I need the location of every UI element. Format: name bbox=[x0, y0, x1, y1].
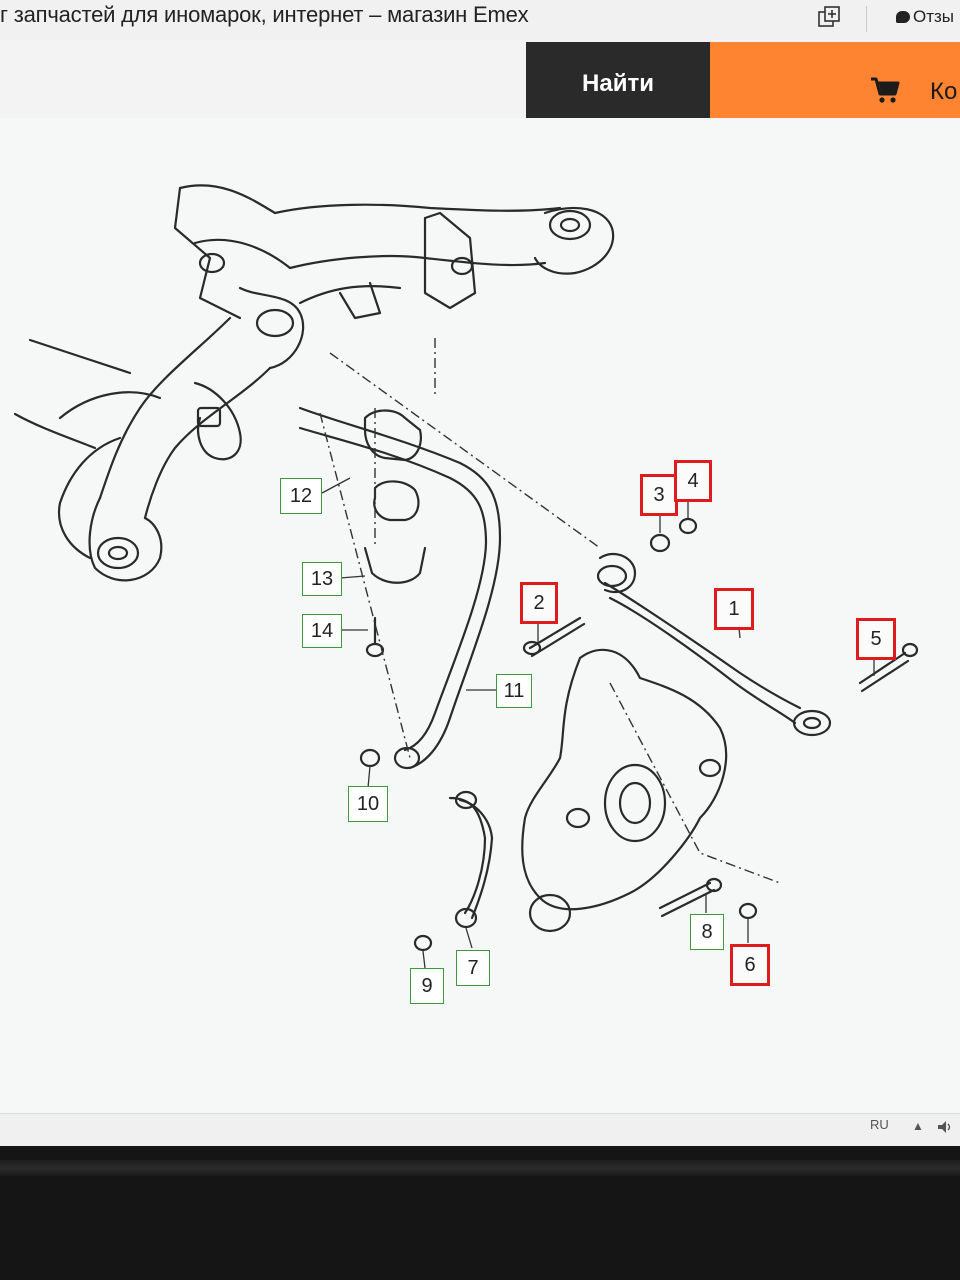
nut-9 bbox=[413, 934, 433, 952]
stabilizer-bar-upper bbox=[298, 406, 502, 770]
bushing-12 bbox=[363, 409, 422, 462]
center-bracket bbox=[423, 211, 477, 310]
subframe-beam-bottom bbox=[193, 238, 547, 270]
callout-5[interactable]: 5 bbox=[856, 618, 896, 660]
right-bushing bbox=[548, 209, 592, 241]
callout-12[interactable]: 12 bbox=[280, 478, 322, 514]
callout-6[interactable]: 6 bbox=[730, 944, 770, 986]
callout-7[interactable]: 7 bbox=[456, 950, 490, 986]
control-arm-top bbox=[603, 581, 802, 710]
subframe-arm-left bbox=[98, 316, 232, 500]
callout-11[interactable]: 11 bbox=[496, 674, 532, 708]
right-mount bbox=[533, 206, 615, 275]
feedback-link[interactable]: Отзы bbox=[896, 4, 954, 30]
feedback-label: Отзы bbox=[913, 7, 955, 26]
bookmark-plus-icon[interactable] bbox=[816, 4, 842, 30]
callout-14[interactable]: 14 bbox=[302, 614, 342, 648]
language-indicator[interactable]: RU bbox=[870, 1117, 889, 1132]
callout-3[interactable]: 3 bbox=[640, 474, 678, 516]
stabilizer-bar-lower bbox=[298, 426, 488, 752]
nut-4 bbox=[678, 517, 698, 535]
speaker-icon[interactable] bbox=[936, 1118, 954, 1136]
toolbar-divider bbox=[866, 6, 867, 32]
parts-diagram: 12 13 14 11 10 7 9 8 1 2 3 4 5 6 bbox=[0, 118, 960, 1142]
cart-button[interactable] bbox=[710, 42, 960, 126]
washer-3 bbox=[649, 533, 671, 553]
nut-10 bbox=[359, 748, 381, 768]
monitor-bezel-edge bbox=[0, 1160, 960, 1176]
callout-4[interactable]: 4 bbox=[674, 460, 712, 502]
callout-13[interactable]: 13 bbox=[302, 562, 342, 596]
wheel-carrier bbox=[521, 648, 728, 911]
suspension-drawing bbox=[13, 184, 919, 969]
shopping-cart-icon[interactable] bbox=[870, 76, 900, 104]
chat-bubble-icon bbox=[896, 11, 910, 23]
callout-1[interactable]: 1 bbox=[714, 588, 754, 630]
clamp-13 bbox=[363, 546, 427, 584]
left-bushing bbox=[96, 536, 140, 570]
tray-expand-icon[interactable]: ▲ bbox=[912, 1119, 924, 1133]
bolt-5 bbox=[858, 651, 907, 685]
cart-label: Ко bbox=[930, 78, 958, 105]
page-title: г запчастей для иномарок, интернет – маг… bbox=[0, 2, 529, 27]
callout-9[interactable]: 9 bbox=[410, 968, 444, 1004]
callout-2[interactable]: 2 bbox=[520, 582, 558, 624]
find-button[interactable]: Найти bbox=[526, 42, 710, 126]
bolt-8 bbox=[658, 881, 712, 910]
callout-8[interactable]: 8 bbox=[690, 914, 724, 950]
subframe-left bbox=[173, 186, 242, 320]
os-taskbar bbox=[0, 1113, 960, 1146]
callout-10[interactable]: 10 bbox=[348, 786, 388, 822]
subframe-beam-top bbox=[178, 184, 562, 215]
browser-tab-bar: г запчастей для иномарок, интернет – маг… bbox=[0, 0, 960, 40]
nut-6 bbox=[738, 902, 758, 920]
